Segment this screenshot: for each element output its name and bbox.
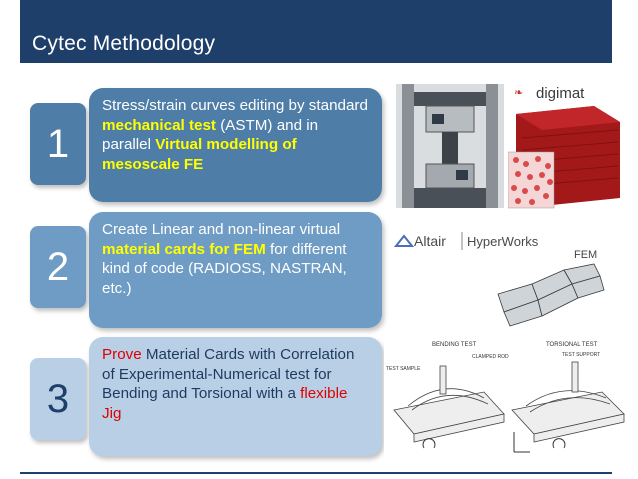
- bending-rig-shape: [393, 365, 505, 443]
- step-2-text-b: for different kind of code (RADIOSS, NAS…: [102, 240, 347, 297]
- rotation-arrows-icon: [422, 432, 566, 453]
- step-1-highlight-virtual-modelling: Virtual modelling of mesoscale FE: [102, 136, 297, 173]
- test-support-label: TEST SUPPORT: [562, 352, 600, 358]
- clamped-rod-label: CLAMPED ROD: [472, 354, 509, 360]
- altair-logo: Altair: [414, 233, 446, 249]
- step-1-number: 1: [30, 103, 86, 185]
- step-1-text-b: (ASTM) and in parallel: [102, 116, 319, 154]
- torsional-test-label: TORSIONAL TEST: [546, 342, 598, 348]
- title-bar: Cytec Methodology: [20, 0, 612, 63]
- digimat-mesoscale-image: ❧ digimat: [508, 80, 628, 212]
- step-2-number: 2: [30, 226, 86, 308]
- hyperworks-fem-image: Altair HyperWorks FEM: [392, 222, 632, 328]
- bottom-divider: [20, 472, 612, 474]
- test-sample-label: TEST SAMPLE: [386, 366, 421, 372]
- tensile-test-machine-image: [396, 84, 504, 208]
- fem-mesh-shape: [497, 263, 605, 327]
- step-3-highlight-flexible-jig: flexible Jig: [102, 385, 348, 422]
- step-3-box: Prove Material Cards with Correlation of…: [89, 337, 382, 456]
- hyperworks-logo: HyperWorks: [467, 234, 539, 249]
- step-2-box: Create Linear and non-linear virtual mat…: [89, 212, 382, 328]
- step-2-highlight-material-cards: material cards for FEM: [102, 240, 266, 258]
- step-1-box: Stress/strain curves editing by standard…: [89, 88, 382, 202]
- step-2-text-a: Create Linear and non-linear virtual: [102, 221, 341, 238]
- torsional-rig-shape: [511, 361, 625, 443]
- step-3-number: 3: [30, 358, 86, 440]
- digimat-swirl-icon: ❧: [514, 87, 523, 99]
- bending-torsional-test-sketch: BENDING TEST TORSIONAL TEST TEST SAMPLE …: [384, 336, 632, 458]
- digimat-logo: digimat: [536, 85, 585, 102]
- step-3-highlight-prove: Prove: [102, 346, 142, 363]
- step-1-text-a: Stress/strain curves editing by standard: [102, 97, 368, 114]
- altair-logo-icon: [393, 234, 415, 247]
- step-3-text-a: Material Cards with Correlation of Exper…: [102, 346, 355, 402]
- fem-label: FEM: [574, 249, 597, 261]
- step-1-highlight-mechanical-test: mechanical test: [102, 116, 216, 134]
- slide-title: Cytec Methodology: [32, 32, 216, 55]
- bending-test-label: BENDING TEST: [432, 342, 477, 348]
